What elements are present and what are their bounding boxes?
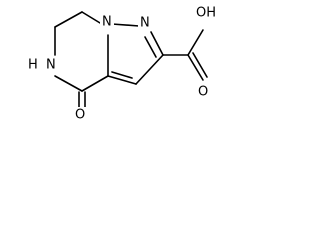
- atom-n2-label: N: [140, 16, 150, 31]
- bond-c6-c7: [54, 11, 83, 28]
- atom-labels: N N H N O O OH: [27, 5, 220, 123]
- bond-n2-c2-a: [150, 31, 164, 56]
- bond-c3-c3a-b: [111, 71, 133, 79]
- bond-cacid-o-a: [187, 54, 204, 81]
- bond-c2-c3: [135, 54, 164, 85]
- atom-o-ketone-label: O: [75, 108, 85, 123]
- atom-oh-label: OH: [196, 6, 216, 21]
- atom-o-acid-label: O: [198, 85, 208, 100]
- bond-cacid-oh: [187, 29, 204, 56]
- atom-nh-n-label: N: [46, 58, 56, 73]
- bond-c4-c3a: [81, 75, 109, 92]
- bond-n1-n2: [111, 23, 140, 27]
- chemical-structure-diagram: N N H N O O OH: [0, 0, 226, 132]
- bond-c3-c3a-a: [107, 75, 137, 85]
- bonds: [54, 11, 208, 109]
- bond-n2-c2-b: [144, 36, 157, 58]
- atom-nh-h-label: H: [28, 58, 38, 73]
- bond-n5-c4: [54, 75, 83, 92]
- atom-n1-label: N: [102, 15, 112, 30]
- bond-cacid-o-b: [192, 52, 208, 78]
